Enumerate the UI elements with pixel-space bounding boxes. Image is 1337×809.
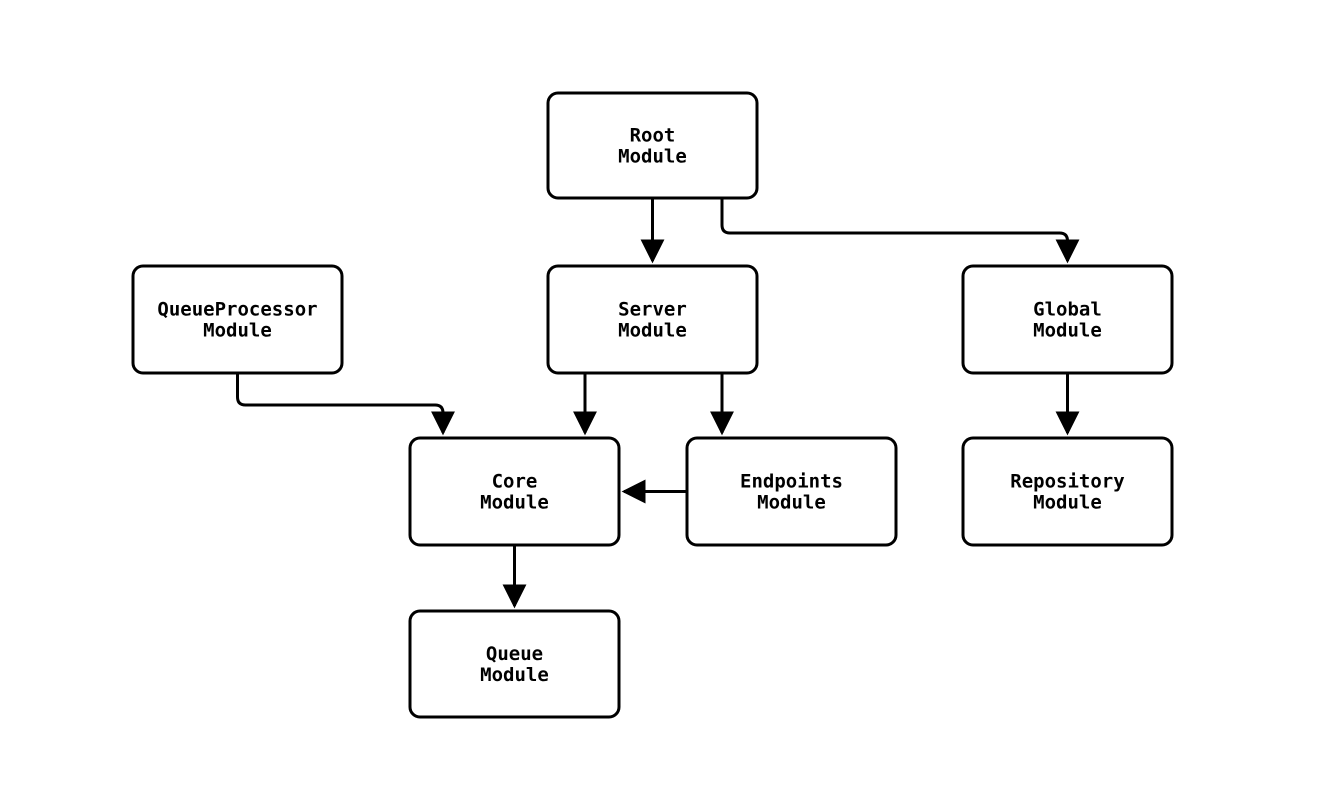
edge-layer [236, 198, 1080, 609]
node-endpoints-label-line1: Endpoints [740, 471, 843, 493]
node-global-label-line2: Module [1033, 320, 1102, 342]
node-global-box [961, 264, 1174, 375]
node-endpoints-label-line2: Module [757, 492, 826, 514]
edge-queueprocessor-to-core [236, 373, 455, 436]
node-server-label-line2: Module [618, 320, 687, 342]
node-root-label-line2: Module [618, 146, 687, 168]
node-server-label-line1: Server [618, 299, 687, 321]
edge-root-to-global [720, 198, 1080, 264]
node-repository-label-line1: Repository [1010, 471, 1124, 493]
node-repository-box [961, 436, 1174, 547]
node-endpoints-box [685, 436, 898, 547]
node-queue-box [408, 609, 621, 719]
node-queue-label-line2: Module [480, 664, 549, 686]
node-root-box [546, 91, 759, 200]
node-queueprocessor-box [131, 264, 344, 375]
node-queue-label-line1: Queue [486, 643, 543, 665]
node-core-box [408, 436, 621, 547]
node-server-box [546, 264, 759, 375]
node-repository-label-line2: Module [1033, 492, 1102, 514]
node-queueprocessor-label-line2: Module [203, 320, 272, 342]
node-root-label-line1: Root [630, 125, 676, 147]
node-core-label-line2: Module [480, 492, 549, 514]
node-queueprocessor-label-line1: QueueProcessor [157, 299, 317, 321]
node-core-label-line1: Core [492, 471, 538, 493]
node-global-label-line1: Global [1033, 299, 1102, 321]
